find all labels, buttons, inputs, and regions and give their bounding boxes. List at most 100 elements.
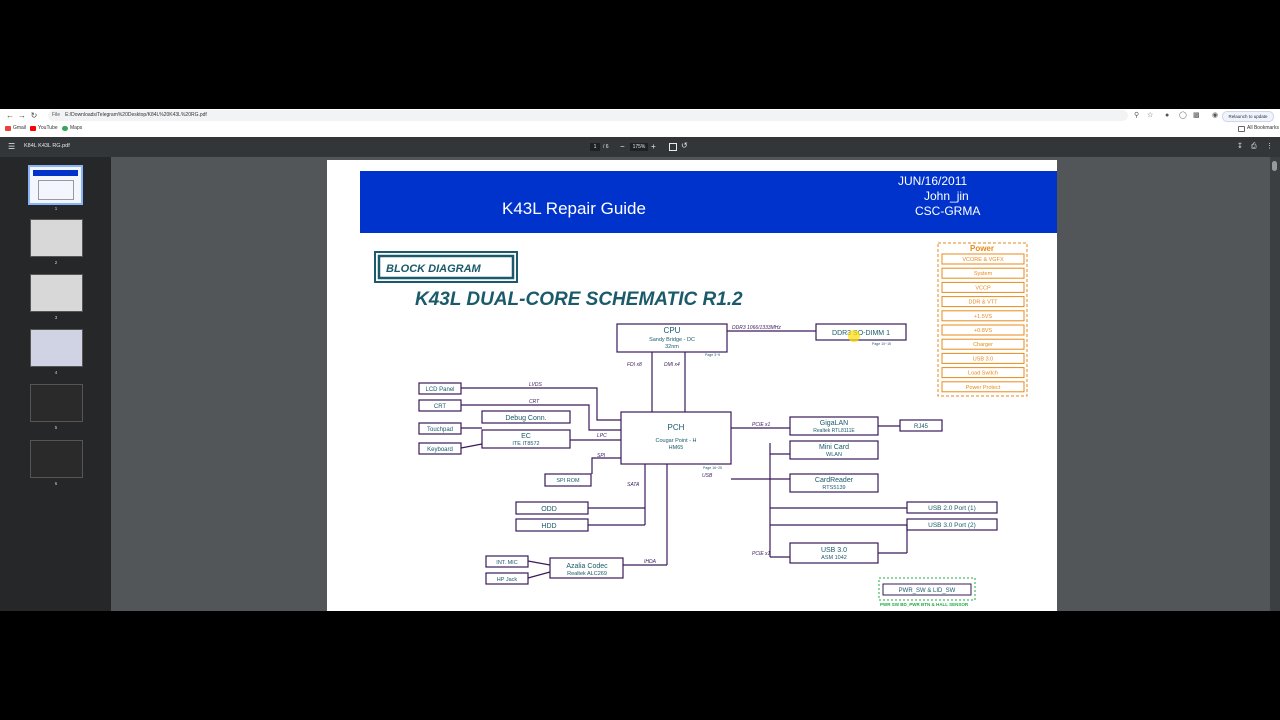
thumbnail-page-1[interactable] — [28, 165, 83, 205]
usb-bus-label: USB — [702, 473, 713, 479]
relaunch-button[interactable]: Relaunch to update — [1222, 111, 1274, 122]
browser-window: ← → ↻ File E:/Downloads/Telegram%20Deskt… — [0, 109, 1280, 611]
puzzle-icon[interactable]: ▩ — [1193, 112, 1200, 119]
block-diagram-frame — [374, 251, 518, 283]
dimm-box — [815, 323, 907, 341]
int-mic-label: INT. MIC — [496, 560, 517, 566]
ec-label: EC — [521, 433, 531, 440]
all-bookmarks[interactable]: All Bookmarks — [1238, 124, 1279, 133]
mic-line — [527, 560, 551, 566]
usb20-label: USB 2.0 Port (1) — [928, 505, 976, 512]
power-item-box — [941, 296, 1025, 308]
usb30port-label: USB 3.0 Port (2) — [928, 522, 976, 529]
lpc-label: LPC — [597, 433, 607, 439]
gigalan-sub: Realtek RTL8111E — [813, 428, 855, 434]
reload-icon[interactable]: ↻ — [30, 110, 38, 120]
fit-page-icon[interactable] — [669, 143, 677, 151]
thumbnail-page-2[interactable] — [30, 219, 83, 257]
title-banner: K43L Repair Guide JUN/16/2011 John_jin C… — [360, 171, 1057, 233]
cpu-sub1: Sandy Bridge - DC — [649, 337, 695, 343]
print-icon[interactable]: ⎙ — [1251, 143, 1257, 150]
usb30-label: USB 3.0 — [821, 547, 847, 554]
address-bar[interactable]: File E:/Downloads/Telegram%20Desktop/K84… — [48, 110, 1128, 121]
url-text: E:/Downloads/Telegram%20Desktop/K84L%20K… — [65, 112, 207, 118]
diagram-lines — [418, 323, 998, 585]
spi-rom-label: SPI ROM — [556, 478, 580, 484]
minicard-sub: WLAN — [826, 452, 842, 458]
menu-icon[interactable]: ☰ — [8, 142, 16, 151]
cpu-sub2: 32nm — [665, 344, 679, 350]
file-chip: File — [52, 112, 61, 118]
power-item-label: USB 3.0 — [973, 356, 993, 362]
thumbnail-page-6[interactable] — [30, 440, 83, 478]
thumbnail-page-5[interactable] — [30, 384, 83, 422]
bookmark-gmail[interactable]: Gmail — [5, 124, 26, 133]
power-item-label: Power Protect — [966, 385, 1001, 391]
debug-box — [481, 410, 571, 424]
crt-bus-label: CRT — [529, 399, 540, 405]
power-item-box — [941, 310, 1025, 322]
pdf-page: K43L Repair Guide JUN/16/2011 John_jin C… — [327, 160, 1057, 611]
total-pages: 6 — [605, 144, 609, 150]
banner-title: K43L Repair Guide — [502, 199, 646, 218]
fdi-label: FDI x8 — [627, 362, 642, 368]
cpu-label: CPU — [664, 326, 681, 335]
spi-label: SPI — [597, 453, 606, 459]
power-item-label: System — [974, 271, 993, 277]
lvds-label: LVDS — [529, 382, 542, 388]
thumbnail-number: 2 — [54, 260, 58, 265]
azalia-box — [549, 557, 624, 579]
power-item-label: DDR & VTT — [968, 300, 998, 306]
hp-line — [527, 571, 551, 579]
spi-rom-box — [544, 473, 592, 487]
pch-label: PCH — [668, 423, 685, 432]
more-options-icon[interactable]: ⋮ — [1266, 143, 1273, 150]
thumbnail-sidebar: 1 2 3 4 5 6 — [0, 157, 111, 611]
power-item-label: Load Switch — [968, 371, 998, 377]
scrollbar-thumb[interactable] — [1272, 161, 1277, 171]
thumbnail-page-4[interactable] — [30, 329, 83, 367]
power-item-label: VCCP — [975, 285, 991, 291]
minicard-box — [789, 440, 879, 460]
download-icon[interactable]: ↧ — [1237, 143, 1243, 150]
bookmark-label: Maps — [70, 125, 83, 131]
extension-2-icon[interactable]: ◯ — [1179, 112, 1187, 119]
power-item-box — [941, 381, 1025, 393]
zoom-input[interactable]: 175% — [630, 143, 648, 151]
rotate-icon[interactable]: ↺ — [681, 141, 688, 150]
ec-box — [481, 429, 571, 449]
pcie1-label: PCIE x1 — [752, 422, 771, 428]
azalia-sub: Realtek ALC269 — [567, 571, 607, 577]
banner-org: CSC-GRMA — [915, 204, 981, 218]
zoom-out-icon[interactable]: − — [620, 142, 625, 151]
thumbnail-page-3[interactable] — [30, 274, 83, 312]
bookmark-maps[interactable]: Maps — [62, 124, 82, 133]
hp-jack-label: HP Jack — [497, 577, 518, 583]
pch-page: Page 16~25 — [703, 466, 722, 470]
forward-icon[interactable]: → — [18, 110, 26, 120]
power-item-box — [941, 281, 1025, 293]
minicard-label: Mini Card — [819, 444, 849, 451]
profile-icon[interactable]: ◉ — [1212, 112, 1219, 119]
scrollbar[interactable] — [1270, 157, 1280, 611]
power-item-box — [941, 324, 1025, 336]
thumbnail-number: 6 — [54, 481, 58, 486]
bookmark-youtube[interactable]: YouTube — [30, 124, 58, 133]
page-separator: / — [603, 144, 605, 150]
pwr-sw-sub: PWR SW BD_PWR BTN & HALL SENSOR — [880, 602, 969, 607]
bookmark-star-icon[interactable]: ☆ — [1147, 112, 1154, 119]
zoom-in-icon[interactable]: + — [651, 142, 656, 151]
keyboard-label: Keyboard — [427, 447, 453, 453]
cardreader-label: CardReader — [815, 477, 854, 484]
power-frame — [937, 242, 1028, 397]
back-icon[interactable]: ← — [6, 110, 14, 120]
schematic-title: K43L DUAL-CORE SCHEMATIC R1.2 — [415, 289, 743, 310]
power-item-label: +0.8VS — [974, 328, 993, 334]
sata-label: SATA — [627, 482, 640, 488]
page-number-input[interactable]: 1 — [590, 143, 600, 151]
zoom-icon[interactable]: ⚲ — [1134, 112, 1140, 119]
extension-icon[interactable]: ● — [1165, 112, 1170, 119]
pwr-sw-frame — [878, 577, 976, 601]
folder-icon — [1238, 125, 1245, 132]
